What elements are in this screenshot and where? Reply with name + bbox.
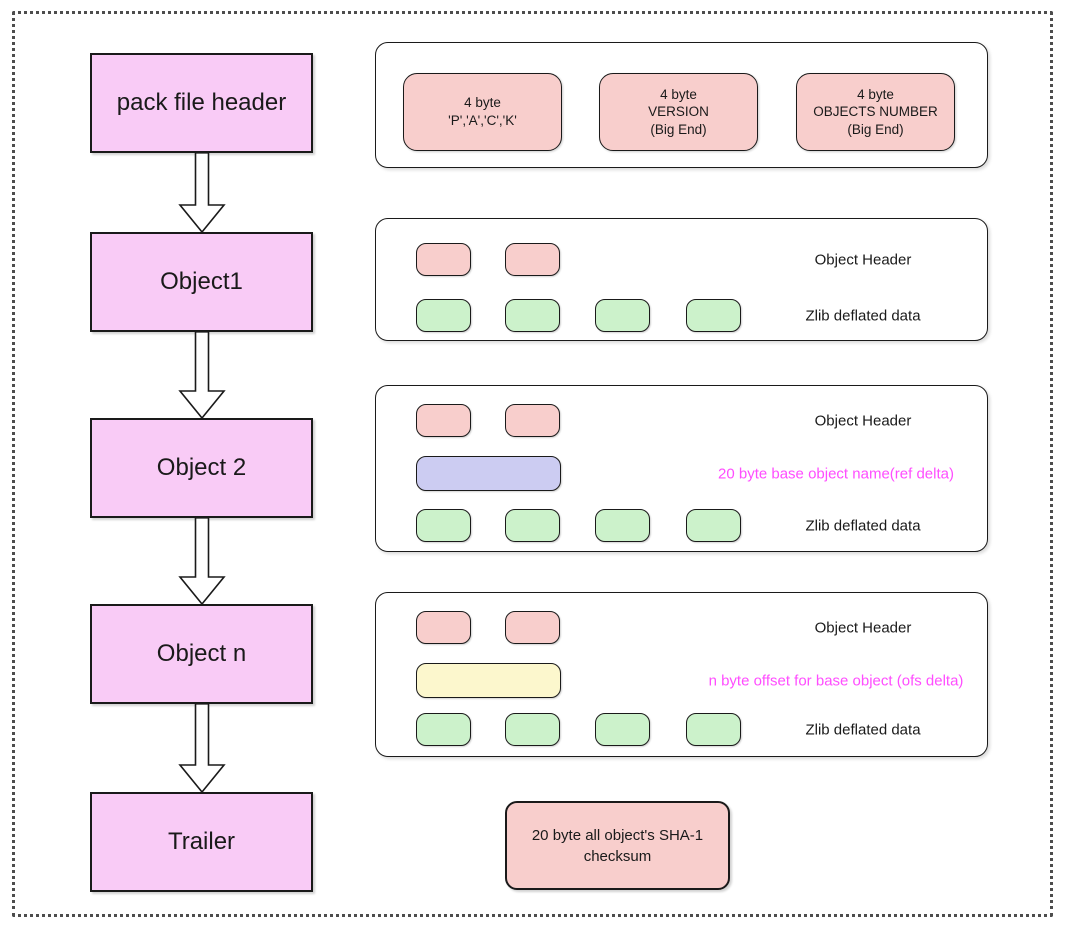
zlib-data-byte-chip (416, 509, 471, 542)
zlib-data-label: Zlib deflated data (805, 517, 921, 535)
object-header-label: Object Header (814, 251, 912, 269)
object1-detail-panel: Object Header Zlib deflated data (375, 218, 988, 341)
down-arrow-icon (178, 152, 226, 233)
ofs-delta-label: n byte offset for base object (ofs delta… (708, 672, 964, 690)
zlib-data-byte-chip (686, 299, 741, 332)
diagram-dotted-border (12, 11, 1053, 917)
flow-node-object2: Object 2 (90, 418, 313, 518)
objectn-detail-panel: Object Header n byte offset for base obj… (375, 592, 988, 757)
version-field: 4 byte VERSION (Big End) (599, 73, 758, 151)
object-header-byte-chip (416, 611, 471, 644)
zlib-data-byte-chip (686, 509, 741, 542)
object-header-byte-chip (505, 404, 560, 437)
pack-signature-field: 4 byte 'P','A','C','K' (403, 73, 562, 151)
object-header-byte-chip (416, 243, 471, 276)
flow-node-object1: Object1 (90, 232, 313, 332)
flow-node-label: Trailer (167, 828, 236, 855)
flow-node-trailer: Trailer (90, 792, 313, 892)
object-header-byte-chip (416, 404, 471, 437)
zlib-data-byte-chip (595, 509, 650, 542)
ref-delta-label: 20 byte base object name(ref delta) (718, 465, 954, 483)
object-header-label: Object Header (814, 412, 912, 430)
down-arrow-icon (178, 517, 226, 605)
zlib-data-byte-chip (416, 713, 471, 746)
sha1-checksum-field: 20 byte all object's SHA-1 checksum (505, 801, 730, 890)
flow-node-label: pack file header (116, 89, 287, 116)
ofs-delta-offset-bar (416, 663, 561, 698)
zlib-data-byte-chip (686, 713, 741, 746)
flow-node-label: Object1 (160, 268, 243, 295)
flow-node-label: Object 2 (156, 454, 247, 481)
flow-node-label: Object n (156, 640, 247, 667)
object-header-label: Object Header (814, 619, 912, 637)
object-header-byte-chip (505, 611, 560, 644)
zlib-data-byte-chip (505, 713, 560, 746)
flow-node-objectn: Object n (90, 604, 313, 704)
object2-detail-panel: Object Header 20 byte base object name(r… (375, 385, 988, 552)
objects-number-field: 4 byte OBJECTS NUMBER (Big End) (796, 73, 955, 151)
down-arrow-icon (178, 331, 226, 419)
zlib-data-byte-chip (505, 299, 560, 332)
pack-file-header-detail-panel: 4 byte 'P','A','C','K' 4 byte VERSION (B… (375, 42, 988, 168)
object-header-byte-chip (505, 243, 560, 276)
zlib-data-byte-chip (595, 299, 650, 332)
zlib-data-byte-chip (595, 713, 650, 746)
zlib-data-label: Zlib deflated data (805, 307, 921, 325)
ref-delta-base-name-bar (416, 456, 561, 491)
zlib-data-label: Zlib deflated data (805, 721, 921, 739)
flow-node-pack-file-header: pack file header (90, 53, 313, 153)
zlib-data-byte-chip (416, 299, 471, 332)
zlib-data-byte-chip (505, 509, 560, 542)
down-arrow-icon (178, 703, 226, 793)
